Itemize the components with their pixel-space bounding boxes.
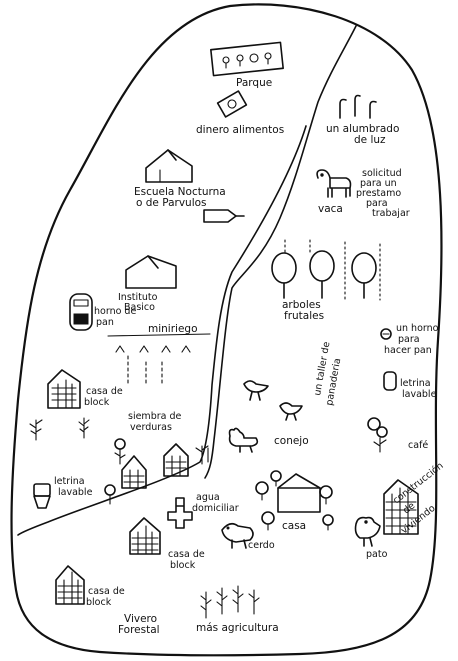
conejo-label: conejo [274, 435, 309, 447]
hut-icon [163, 443, 189, 477]
cafe-label: café [408, 440, 428, 451]
horno-pan-label-2: pan [96, 317, 114, 328]
letrina-l-label-1: letrina [54, 476, 85, 487]
siembra-label-1: siembra de [128, 411, 181, 422]
fruit-trees-icon [271, 239, 381, 301]
horno-hacer-label-3: hacer pan [384, 345, 432, 356]
letrina-r-label-2: lavable [402, 389, 437, 400]
casa-block-1-label-1: casa de [86, 386, 123, 397]
escuela-label-2: o de Parvulos [136, 197, 207, 209]
parque-label: Parque [236, 77, 272, 89]
alumbrado-label-1: un alumbrado [326, 123, 399, 135]
rabbit-icon [228, 427, 259, 453]
horno-pan-label-1: horno de [94, 306, 136, 317]
block-house-icon [129, 517, 161, 555]
casa-block-3-label-1: casa de [88, 586, 125, 597]
pig-icon [221, 522, 254, 549]
solicitud-label-1: solicitud [362, 168, 402, 179]
pato-label: pato [366, 549, 388, 560]
house-icon [277, 473, 321, 513]
solicitud-label-2: para un [360, 178, 397, 189]
vivero-label-2: Forestal [118, 624, 160, 636]
escuela-label-1: Escuela Nocturna [134, 186, 226, 198]
seedlings-icon [115, 345, 191, 387]
solicitud-label-5: trabajar [372, 208, 410, 219]
horno-hacer-label-2: para [398, 334, 420, 345]
plant-icon [78, 417, 90, 439]
block-house-icon [55, 565, 85, 605]
instituto-label-1: Instituto [118, 292, 158, 303]
alumbrado-label-2: de luz [354, 134, 386, 146]
left-road [17, 125, 307, 536]
instituto-label-2: Basico [124, 302, 155, 313]
bread-oven-icon [69, 293, 93, 331]
mas-agricultura-label: más agricultura [196, 622, 279, 634]
casa-block-2-label-1: casa de [168, 549, 205, 560]
arboles-label-1: arboles [282, 299, 321, 311]
miniriego-label: miniriego [148, 323, 198, 335]
block-house-icon [47, 369, 81, 409]
school-icon [145, 149, 193, 183]
irrigation-line [107, 333, 211, 337]
right-road [204, 25, 357, 479]
casa-block-3-label-2: block [86, 597, 112, 608]
water-tap-icon [167, 497, 193, 529]
letrina-l-label-2: lavable [58, 487, 93, 498]
casa-block-1-label-2: block [84, 397, 110, 408]
map-outline [10, 3, 443, 657]
cow-icon [316, 169, 352, 198]
crops-icon [200, 585, 260, 619]
dinero-alimentos-label: dinero alimentos [196, 124, 284, 136]
solicitud-label-3: prestamo [356, 188, 401, 199]
toilet-icon [33, 483, 51, 509]
vivero-label-1: Vivero [124, 613, 157, 625]
flower-icon [104, 484, 116, 505]
arboles-label-2: frutales [284, 310, 324, 322]
flower-icon [114, 438, 126, 465]
agua-label-1: agua [196, 492, 220, 503]
institute-icon [125, 255, 177, 289]
construction-icon [383, 479, 419, 535]
streetlight-icon [339, 94, 377, 119]
bird-icon [279, 402, 303, 421]
hut-icon [121, 455, 147, 489]
siembra-label-2: verduras [130, 422, 172, 433]
casa-block-2-label-2: block [170, 560, 196, 571]
agua-label-2: domiciliar [192, 503, 239, 514]
construccion-label-2: de [401, 500, 417, 516]
coffee-plant-icon [367, 417, 388, 453]
solicitud-label-4: para [366, 198, 388, 209]
vaca-label: vaca [318, 203, 343, 215]
pennant-icon [203, 209, 245, 223]
casa-label: casa [282, 520, 306, 532]
vegetable-sprout-icon [195, 445, 209, 465]
money-icon [216, 90, 248, 118]
horno-hacer-label-1: un horno [396, 323, 439, 334]
parque-icon [210, 41, 284, 77]
duck-icon [354, 516, 381, 547]
bird-icon [243, 380, 269, 401]
plant-icon [29, 419, 43, 441]
trees-cluster-icon [255, 470, 334, 531]
cerdo-label: cerdo [248, 540, 275, 551]
letrina-r-label-1: letrina [400, 378, 431, 389]
oven-small-icon [380, 328, 392, 340]
latrine-icon [383, 371, 397, 391]
